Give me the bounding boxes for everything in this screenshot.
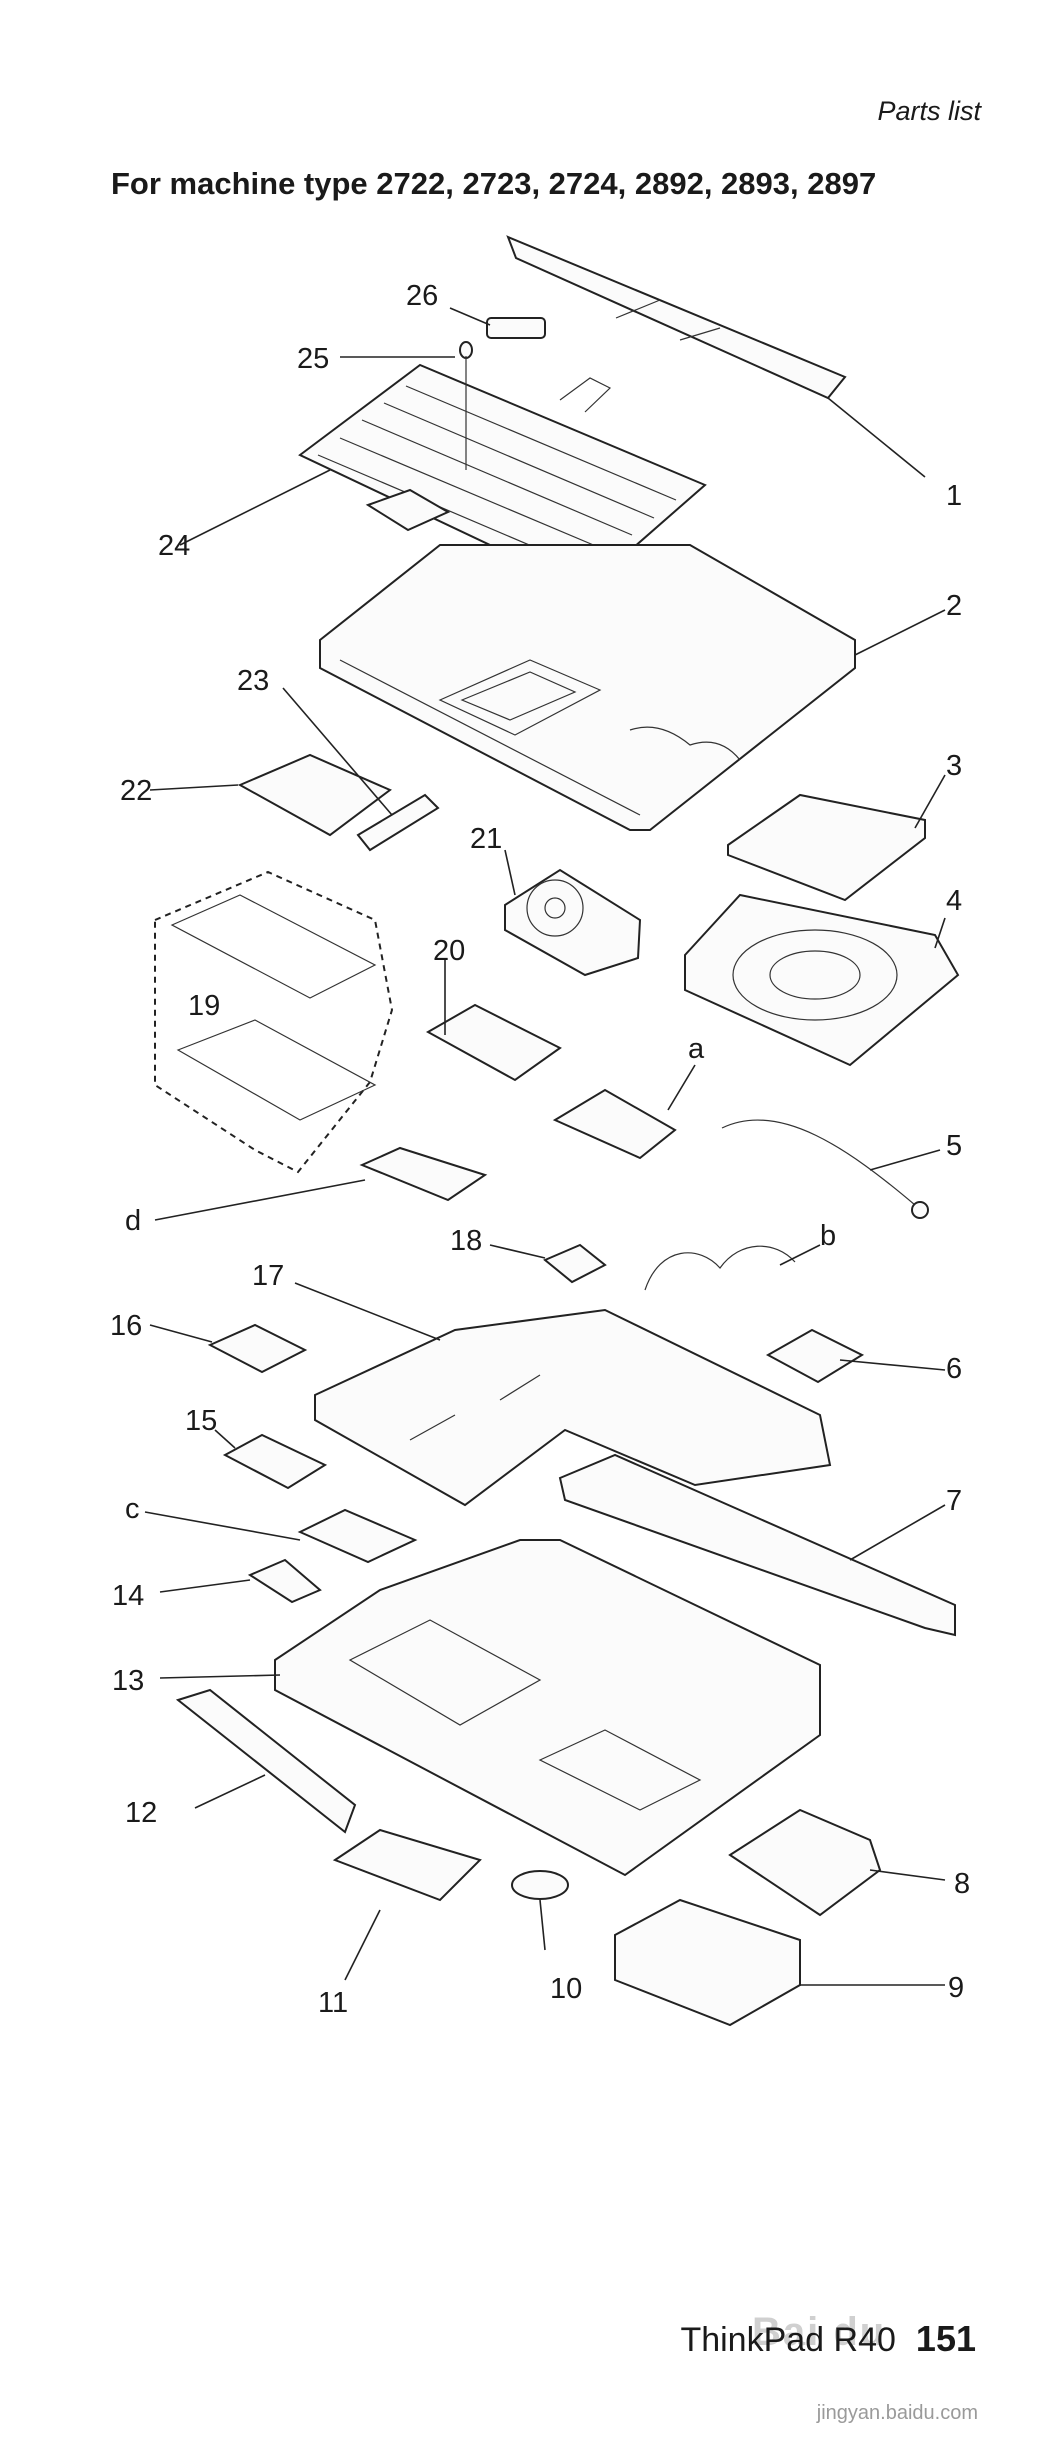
part-b-cable <box>644 1245 796 1291</box>
part-17-systemboard <box>314 1308 832 1507</box>
part-24-keyboard <box>298 356 707 592</box>
callout-19: 19 <box>188 990 220 1022</box>
part-21-fan <box>504 868 642 977</box>
callout-11: 11 <box>318 1987 348 2019</box>
callout-22: 22 <box>120 775 152 807</box>
part-4-bay-frame <box>684 893 960 1067</box>
watermark-logo: Bai du <box>752 2310 887 2354</box>
part-18-chip <box>543 1243 607 1284</box>
part-15-card <box>222 1433 328 1490</box>
callout-23: 23 <box>237 665 269 697</box>
callout-7: 7 <box>946 1485 962 1517</box>
watermark-url: jingyan.baidu.com <box>816 2402 978 2424</box>
callout-9: 9 <box>948 1972 964 2004</box>
part-3-optical-drive <box>727 793 926 902</box>
part-5-connector <box>911 1201 929 1219</box>
callout-6: 6 <box>946 1353 962 1385</box>
part-14 <box>247 1558 322 1604</box>
callout-15: 15 <box>185 1405 217 1437</box>
callout-3: 3 <box>946 750 962 782</box>
callout-2: 2 <box>946 590 962 622</box>
page-footer: ThinkPad R40 151 <box>680 2318 976 2360</box>
page-title: For machine type 2722, 2723, 2724, 2892,… <box>111 166 877 201</box>
part-7-rail <box>558 1453 956 1637</box>
callout-24: 24 <box>158 530 190 562</box>
leader-lines <box>144 307 946 1986</box>
callout-1: 1 <box>946 480 962 512</box>
part-8-door <box>728 1808 882 1917</box>
part-23-hdd-bezel <box>356 793 440 852</box>
part-22-hdd <box>237 753 392 837</box>
callout-b: b <box>820 1220 836 1252</box>
part-1-bezel <box>506 235 847 400</box>
callout-12: 12 <box>125 1797 157 1829</box>
part-a <box>552 1088 677 1160</box>
callout-10: 10 <box>550 1973 582 2005</box>
part-20-pccard-slot <box>425 1003 562 1082</box>
part-11-door <box>332 1828 482 1902</box>
callout-8: 8 <box>954 1868 970 1900</box>
page-number: 151 <box>915 2318 976 2359</box>
callout-18: 18 <box>450 1225 482 1257</box>
part-6-minipci <box>765 1328 865 1384</box>
callout-a: a <box>688 1033 705 1065</box>
part-2-palmrest <box>319 544 856 831</box>
callout-17: 17 <box>252 1260 284 1292</box>
callout-14: 14 <box>112 1580 144 1612</box>
callout-c: c <box>125 1493 140 1525</box>
part-19-bracket-group <box>154 870 394 1174</box>
part-25-screw <box>459 341 473 359</box>
callout-16: 16 <box>110 1310 142 1342</box>
part-13-bottom-case <box>274 1539 821 1877</box>
part-9-battery-pack <box>614 1898 801 2027</box>
callout-d: d <box>125 1205 141 1237</box>
callout-5: 5 <box>946 1130 962 1162</box>
callout-20: 20 <box>433 935 465 967</box>
footer-model: ThinkPad R40 <box>680 2321 896 2359</box>
part-c <box>297 1508 418 1564</box>
section-header: Parts list <box>877 96 981 126</box>
part-5-cable <box>721 1119 916 1206</box>
callout-25: 25 <box>297 343 329 375</box>
callout-4: 4 <box>946 885 962 917</box>
part-26 <box>486 317 546 339</box>
callout-26: 26 <box>406 280 438 312</box>
part-10-battery <box>511 1870 569 1900</box>
callout-21: 21 <box>470 823 502 855</box>
part-16-card <box>207 1323 308 1374</box>
callout-13: 13 <box>112 1665 144 1697</box>
part-12-front-bezel <box>175 1688 357 1834</box>
part-d <box>359 1146 488 1202</box>
